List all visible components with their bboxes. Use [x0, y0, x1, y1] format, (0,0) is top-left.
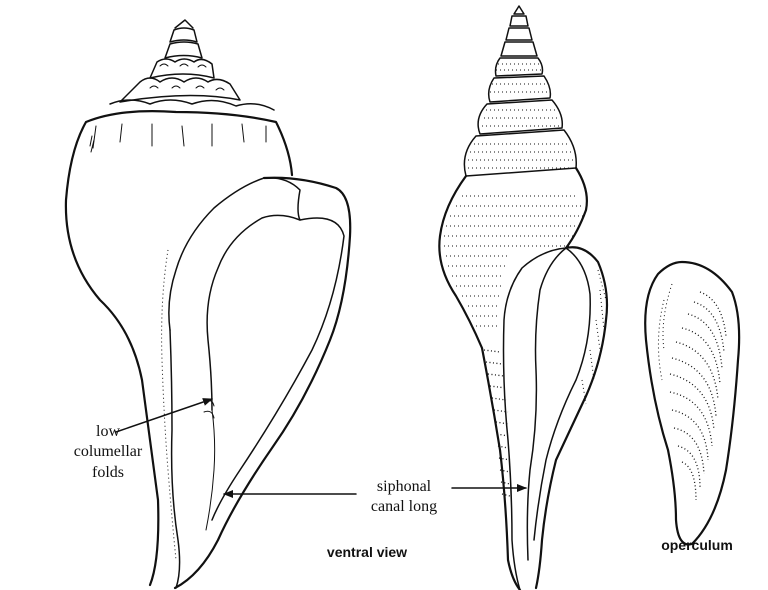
label-siphonal-line1: siphonal	[377, 478, 432, 495]
label-siphonal-line2: canal long	[371, 498, 437, 515]
label-low-folds-line3: folds	[92, 464, 124, 481]
spindle-body-outline	[439, 168, 587, 590]
spindle-spire	[464, 6, 576, 176]
spindle-aperture	[536, 247, 607, 588]
operculum-outline	[645, 262, 739, 545]
whelk-spire	[110, 20, 274, 110]
folds-arrow	[116, 399, 212, 432]
label-low-folds-line2: columellar	[74, 443, 143, 460]
spindle-shell	[439, 6, 607, 590]
whelk-aperture	[175, 178, 350, 588]
whelk-shell	[66, 20, 350, 588]
operculum-growth-lines	[658, 284, 726, 500]
label-ventral-view: ventral view	[327, 544, 407, 560]
whelk-columella	[170, 330, 180, 588]
label-low-folds-line1: low	[96, 423, 120, 440]
label-operculum: operculum	[661, 537, 733, 553]
whelk-body-outline	[66, 111, 292, 585]
operculum-drawing	[645, 262, 739, 545]
